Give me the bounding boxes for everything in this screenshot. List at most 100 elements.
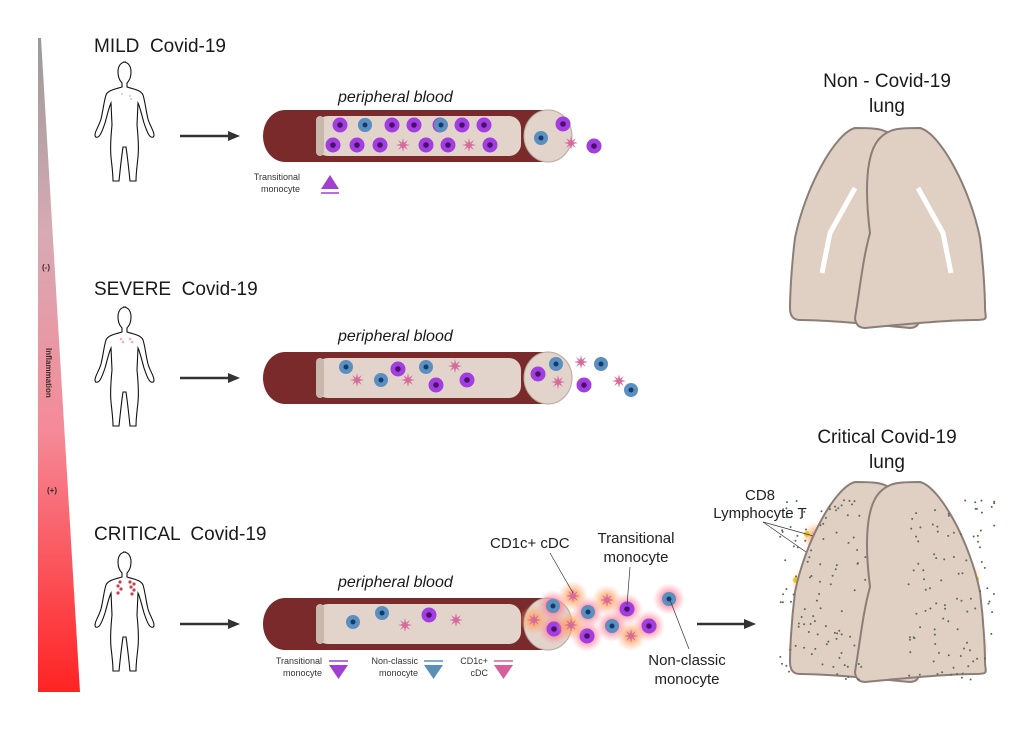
lung-infiltrate-dot — [864, 556, 866, 558]
callout-nonclassic-line1: Non-classic — [648, 652, 726, 669]
legend-cdc-line2: cDC — [471, 668, 489, 678]
lung-infiltrate-dot — [841, 504, 843, 506]
lung-infiltrate-dot — [991, 611, 993, 613]
lung-infiltrate-dot — [811, 575, 813, 577]
transitional-monocyte-cell — [477, 118, 492, 133]
lung-infiltrate-dot — [965, 559, 967, 561]
lung-infiltrate-dot — [814, 648, 816, 650]
lung-infiltrate-dot — [782, 601, 784, 603]
lung-infiltrate-dot — [934, 634, 936, 636]
lung-infiltrate-dot — [969, 649, 971, 651]
lung-infiltrate-dot — [819, 563, 821, 565]
cd1c-cdc-cell — [574, 355, 588, 369]
lung-infiltrate-dot — [845, 678, 847, 680]
lung-infiltrate-dot — [838, 657, 840, 659]
lung-infiltrate-dot — [795, 575, 797, 577]
lung-infiltrate-dot — [909, 636, 911, 638]
lung-infiltrate-dot — [944, 608, 946, 610]
down-triangle-transitional-icon — [329, 661, 348, 679]
lung-infiltrate-dot — [836, 532, 838, 534]
nonclassic-monocyte-cell — [434, 118, 448, 132]
lung-infiltrate-dot — [915, 613, 917, 615]
lung-infiltrate-dot — [808, 631, 810, 633]
lung-infiltrate-dot — [919, 526, 921, 528]
lung-infiltrate-dot — [781, 663, 783, 665]
cd1c-cdc-cell — [558, 581, 588, 611]
lung-infiltrate-dot — [779, 656, 781, 658]
lung-infiltrate-dot — [847, 676, 849, 678]
lung-infiltrate-dot — [953, 556, 955, 558]
lung-infiltrate-dot — [989, 601, 991, 603]
transitional-monocyte-cell — [407, 118, 422, 133]
lung-infiltrate-dot — [993, 525, 995, 527]
cd1c-cdc-cell — [551, 375, 565, 389]
lung-infiltrate-dot — [940, 579, 942, 581]
transitional-monocyte-cell — [587, 139, 602, 154]
tube-label-critical: peripheral blood — [337, 574, 454, 591]
lung-infiltrate-dot — [822, 538, 824, 540]
lung-infiltrate-dot — [793, 594, 795, 596]
lung-infiltrate-dot — [948, 515, 950, 517]
lung-infiltrate-dot — [962, 572, 964, 574]
lung-infiltrate-dot — [841, 633, 843, 635]
transitional-monocyte-cell — [455, 118, 470, 133]
stage-title-mild: MILD Covid-19 — [94, 36, 226, 57]
lung-infiltrate-dot — [975, 508, 977, 510]
lung-infiltrate-dot — [958, 573, 960, 575]
lung-infiltrate-dot — [827, 641, 829, 643]
nonclassic-monocyte-cell — [419, 360, 433, 374]
lung-infiltrate-dot — [911, 518, 913, 520]
up-triangle-legend-icon — [321, 175, 339, 193]
lung-infiltrate-dot — [836, 638, 838, 640]
lung-infiltrate-dot — [807, 561, 809, 563]
lung-infiltrate-dot — [929, 587, 931, 589]
lung-infiltrate-dot — [944, 604, 946, 606]
human-body-critical-icon — [95, 552, 154, 671]
transitional-monocyte-cell — [419, 138, 434, 153]
lung-infiltrate-dot — [848, 500, 850, 502]
inflammation-low-label: (-) — [42, 263, 50, 272]
stage-title-critical: CRITICAL Covid-19 — [94, 524, 266, 545]
lung-infiltrate-dot — [966, 642, 968, 644]
transitional-monocyte-cell — [441, 138, 456, 153]
lung-infiltrate-dot — [814, 620, 816, 622]
lung-infiltrate-dot — [986, 587, 988, 589]
lung-infiltrate-dot — [908, 675, 910, 677]
lung-infiltrate-dot — [844, 664, 846, 666]
lung-infiltrate-dot — [909, 639, 911, 641]
lung-infiltrate-dot — [970, 679, 972, 681]
lung-infiltrate-dot — [785, 507, 787, 509]
legend-nonclassic-line1: Non-classic — [371, 656, 418, 666]
lung-infiltrate-dot — [795, 540, 797, 542]
lung-infiltrate-dot — [854, 589, 856, 591]
inflammation-axis-label: Inflammation — [44, 348, 53, 398]
lung-infiltrate-dot — [857, 563, 859, 565]
lung-infiltrate-dot — [858, 678, 860, 680]
lung-infiltrate-dot — [810, 549, 812, 551]
transitional-monocyte-cell — [385, 118, 400, 133]
lung-infiltrate-dot — [810, 623, 812, 625]
transitional-monocyte-cell — [531, 367, 546, 382]
transitional-monocyte-cell — [373, 138, 388, 153]
nonclassic-monocyte-cell — [534, 131, 548, 145]
lung-infiltrate-dot — [977, 535, 979, 537]
lung-infiltrate-dot — [812, 615, 814, 617]
lung-infiltrate-dot — [956, 673, 958, 675]
nonclassic-monocyte-cell — [374, 373, 388, 387]
lung-infiltrate-dot — [991, 506, 993, 508]
lung-infiltrate-dot — [817, 633, 819, 635]
blood-vessel-tube — [263, 352, 572, 404]
callout-nonclassic-line2: monocyte — [654, 671, 719, 688]
lung-infiltrate-dot — [923, 578, 925, 580]
lung-infiltrate-dot — [820, 524, 822, 526]
lung-infiltrate-dot — [938, 652, 940, 654]
lung-infiltrate-dot — [981, 512, 983, 514]
lung-infiltrate-dot — [917, 540, 919, 542]
arrow-icon — [697, 619, 756, 629]
lung-infiltrate-dot — [847, 666, 849, 668]
lung-infiltrate-dot — [841, 652, 843, 654]
lung-infiltrate-dot — [786, 516, 788, 518]
lung-infiltrate-dot — [803, 623, 805, 625]
lung-infiltrate-dot — [976, 658, 978, 660]
